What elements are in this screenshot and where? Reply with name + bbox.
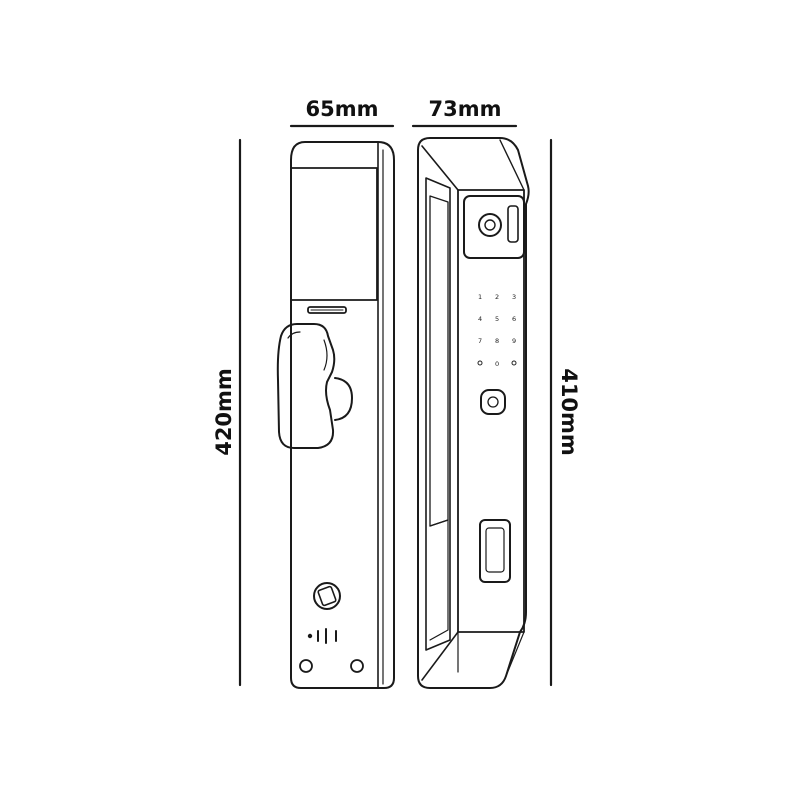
key-cover: [479, 519, 511, 583]
thumb-turn-knob: [313, 582, 341, 610]
keypad-key: 3: [512, 293, 516, 301]
keypad: 1 2 3 4 5 6 7 8 9 0: [477, 293, 517, 368]
lock-front-view: [417, 137, 530, 689]
back-top-panel: [291, 167, 378, 301]
fingerprint-sensor-icon: [480, 389, 506, 415]
front-body-outline: [417, 137, 530, 689]
front-width-label: 73mm: [429, 97, 502, 121]
keypad-key: 9: [512, 337, 516, 345]
keypad-hash-key: [511, 360, 517, 366]
keypad-key: 7: [478, 337, 482, 345]
keypad-key: 8: [495, 337, 499, 345]
lock-back-view: [276, 141, 395, 689]
handle: [276, 323, 336, 449]
front-face-panel: [457, 189, 525, 633]
keypad-key: 5: [495, 315, 499, 323]
mounting-screw-right: [350, 659, 364, 673]
keypad-key: 4: [478, 315, 482, 323]
front-height-label: 410mm: [557, 368, 581, 456]
front-side-panel: [425, 177, 451, 651]
back-body-outline: [290, 141, 395, 689]
keypad-star-key: [477, 360, 483, 366]
keypad-key: 6: [512, 315, 516, 323]
back-height-label: 420mm: [212, 368, 236, 456]
mounting-screw-left: [299, 659, 313, 673]
handle-spindle: [334, 377, 353, 421]
back-width-label: 65mm: [306, 97, 379, 121]
sensor-window: [507, 205, 519, 243]
release-slot: [307, 306, 347, 314]
keypad-key: 1: [478, 293, 482, 301]
camera-module: [463, 195, 525, 259]
camera-lens-icon: [478, 213, 502, 237]
keypad-key: 2: [495, 293, 499, 301]
keypad-key: 0: [495, 360, 499, 368]
